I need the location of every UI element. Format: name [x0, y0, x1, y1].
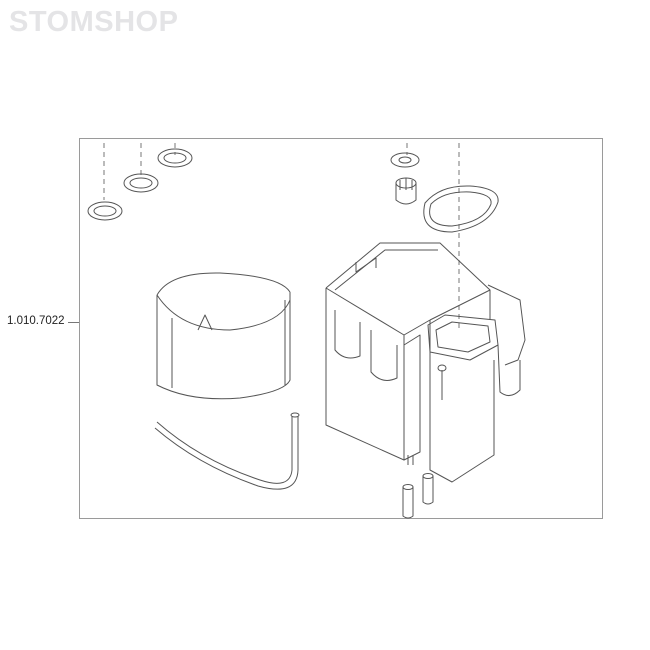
- tube: [154, 412, 300, 490]
- o-ring-2: [123, 173, 159, 193]
- diagram-frame: [79, 138, 603, 519]
- o-ring-1: [87, 201, 123, 221]
- part-leader-line: [68, 322, 79, 323]
- washer: [390, 152, 420, 168]
- pin-2: [422, 473, 434, 505]
- gasket: [423, 185, 499, 233]
- container: [325, 242, 526, 483]
- valve: [395, 177, 417, 205]
- filter-bag: [156, 272, 291, 400]
- o-ring-3: [157, 148, 193, 168]
- watermark-logo: STOMSHOP: [9, 6, 179, 38]
- pin-1: [402, 484, 414, 519]
- part-number-label: 1.010.7022: [7, 315, 65, 327]
